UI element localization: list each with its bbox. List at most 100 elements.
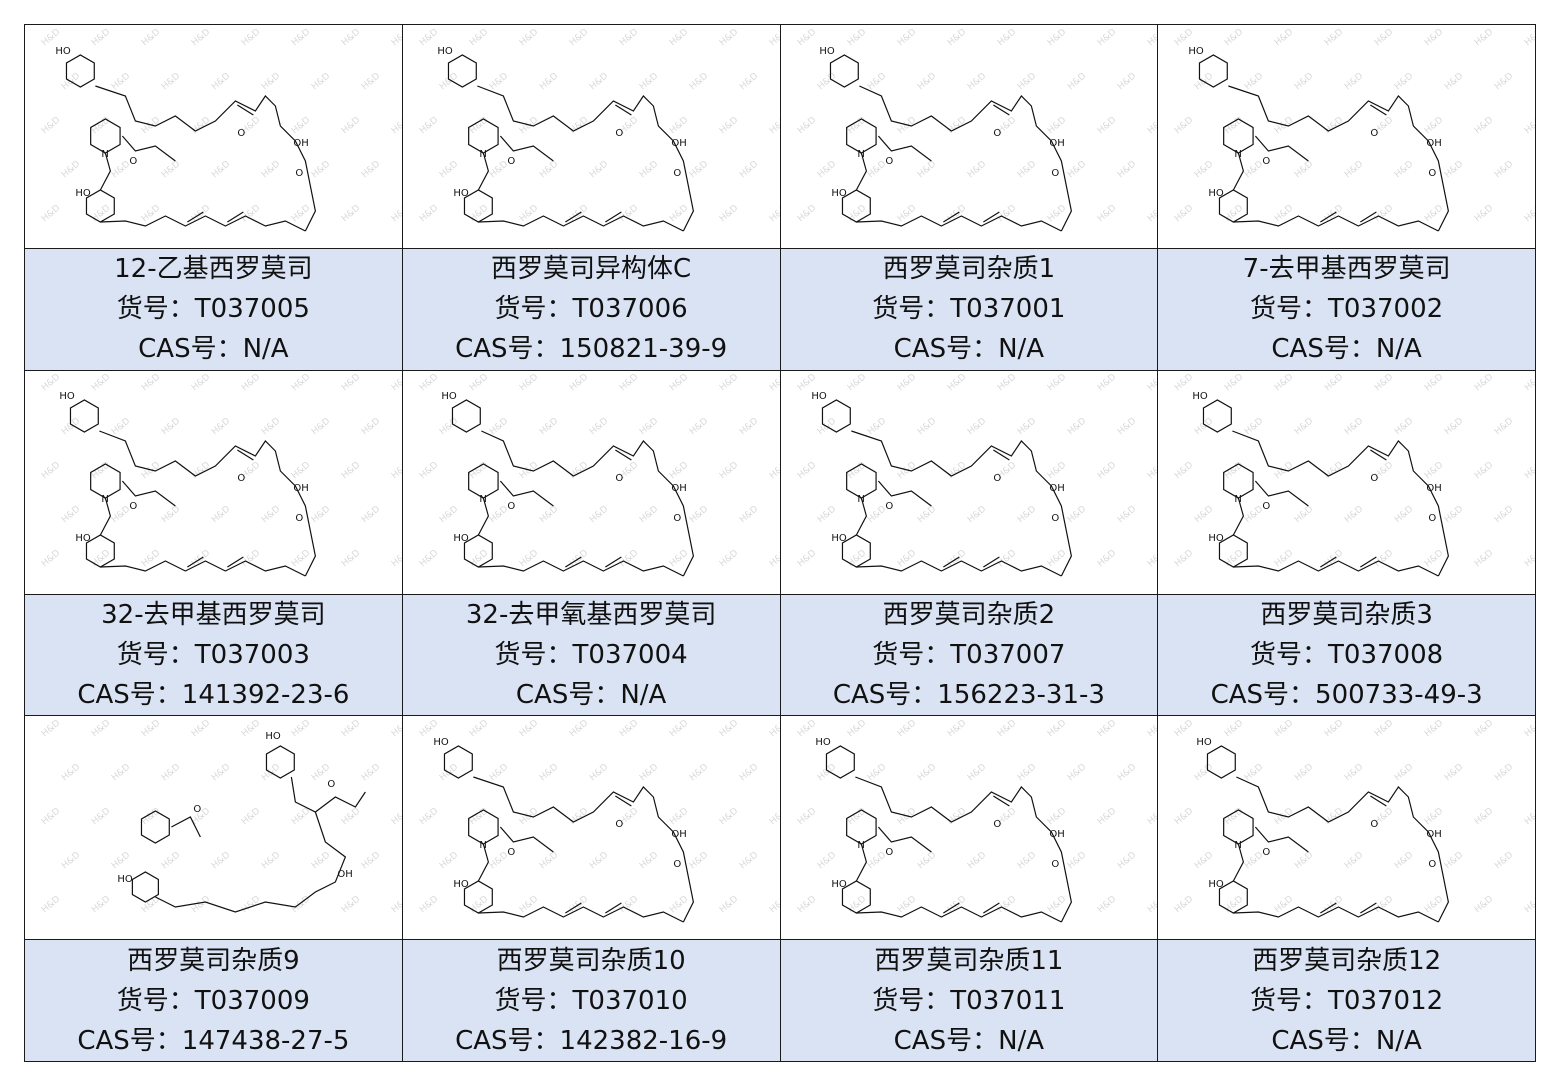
compound-name: 西罗莫司杂质1 — [882, 254, 1056, 285]
watermark-text: H&D — [1493, 416, 1515, 437]
watermark-text: H&D — [1423, 372, 1445, 393]
watermark-text: H&D — [895, 806, 917, 827]
watermark-text: H&D — [618, 372, 640, 393]
atom-label: O — [993, 128, 1001, 139]
watermark-text: H&D — [340, 548, 362, 569]
watermark-text: H&D — [1193, 416, 1215, 437]
catalog-number: 货号：T037012 — [1250, 985, 1444, 1016]
watermark-text: H&D — [1045, 548, 1067, 569]
watermark-text: H&D — [160, 762, 182, 783]
atom-label: O — [615, 128, 623, 139]
watermark-text: H&D — [1423, 894, 1445, 915]
double-bond-mark — [604, 211, 622, 223]
watermark-text: H&D — [718, 894, 740, 915]
watermark-text: H&D — [310, 159, 332, 180]
atom-label: N — [1235, 840, 1242, 851]
double-bond-mark — [1370, 449, 1387, 461]
watermark-text: H&D — [1523, 460, 1535, 481]
compound-catalog-table: H&D H&D H&D H&D H&D H&D H&D H&D H&D H&D H&D H&D H&D H… — [24, 23, 1536, 1062]
cyclohexyl-ring — [443, 745, 473, 779]
catalog-number: 货号：T037004 — [494, 640, 688, 671]
watermark-text: H&D — [1065, 159, 1087, 180]
watermark-text: H&D — [588, 71, 610, 92]
watermark-text: H&D — [1293, 159, 1315, 180]
watermark-text: H&D — [1443, 850, 1465, 871]
watermark-text: H&D — [190, 372, 212, 393]
watermark-text: H&D — [588, 159, 610, 180]
watermark-text: H&D — [1423, 806, 1445, 827]
watermark-text: H&D — [895, 27, 917, 48]
atom-label: O — [993, 819, 1001, 830]
watermark-text: H&D — [1173, 460, 1195, 481]
atom-label: O — [237, 128, 245, 139]
watermark-text: H&D — [1373, 203, 1395, 224]
double-bond-mark — [614, 104, 632, 116]
oxalyl-bridge — [855, 498, 867, 536]
watermark-text: H&D — [718, 718, 740, 739]
watermark-text: H&D — [210, 416, 232, 437]
watermark-text: H&D — [210, 71, 232, 92]
watermark-text: H&D — [518, 460, 540, 481]
watermark-text: H&D — [718, 115, 740, 136]
watermark-text: H&D — [360, 159, 382, 180]
watermark-text: H&D — [538, 762, 560, 783]
watermark-text: H&D — [768, 460, 780, 481]
watermark-text: H&D — [1095, 548, 1117, 569]
watermark-text: H&D — [468, 372, 490, 393]
cas-number: CAS号：156223-31-3 — [832, 680, 1105, 711]
watermark-text: H&D — [1473, 203, 1495, 224]
structure-row: H&D H&D H&D H&D H&D H&D H&D H&D H&D H&D H&D H&D H&D H… — [24, 715, 1536, 941]
double-bond-mark — [187, 556, 204, 568]
atom-label: HO — [437, 46, 453, 57]
atom-label: HO — [265, 731, 281, 742]
watermark-text: H&D — [1443, 416, 1465, 437]
watermark-text: H&D — [360, 504, 382, 525]
watermark-text: H&D — [668, 894, 690, 915]
watermark-text: H&D — [40, 718, 62, 739]
watermark-text: H&D — [965, 504, 987, 525]
watermark-text: H&D — [795, 203, 817, 224]
watermark-text: H&D — [1065, 504, 1087, 525]
atom-label: OH — [293, 483, 308, 494]
macrocycle-upper — [476, 84, 694, 231]
watermark-text: H&D — [90, 27, 112, 48]
watermark-text: H&D — [815, 850, 837, 871]
watermark-text: H&D — [1045, 203, 1067, 224]
watermark-text: H&D — [1045, 894, 1067, 915]
watermark-text: H&D — [290, 460, 312, 481]
atom-label: OH — [671, 483, 686, 494]
watermark-text: H&D — [668, 27, 690, 48]
molecule-skeleton — [1199, 53, 1450, 232]
cyclohexyl-ring — [1207, 745, 1237, 779]
watermark-text: H&D — [1493, 71, 1515, 92]
cas-number: CAS号：141392-23-6 — [77, 680, 350, 711]
watermark-text: H&D — [1423, 548, 1445, 569]
watermark-text: H&D — [668, 718, 690, 739]
catalog-number: 货号：T037006 — [494, 294, 688, 325]
watermark-text: H&D — [1115, 850, 1137, 871]
watermark-text: H&D — [1323, 27, 1345, 48]
watermark-text: H&D — [815, 504, 837, 525]
double-bond-mark — [237, 449, 254, 461]
atom-label: O — [1429, 168, 1437, 179]
watermark-text: H&D — [518, 27, 540, 48]
watermark-text: H&D — [688, 504, 710, 525]
watermark-text: H&D — [588, 850, 610, 871]
watermark-text: H&D — [895, 894, 917, 915]
double-bond-mark — [227, 211, 244, 223]
double-bond-mark — [1370, 104, 1387, 116]
watermark-text: H&D — [965, 416, 987, 437]
watermark-text: H&D — [718, 460, 740, 481]
watermark-text: H&D — [1443, 159, 1465, 180]
macrocycle-upper — [472, 776, 694, 923]
watermark-text: H&D — [668, 548, 690, 569]
cyclohexyl-ring — [825, 745, 855, 779]
watermark-text: H&D — [865, 762, 887, 783]
watermark-text: H&D — [340, 718, 362, 739]
oxalyl-bridge — [855, 843, 867, 882]
